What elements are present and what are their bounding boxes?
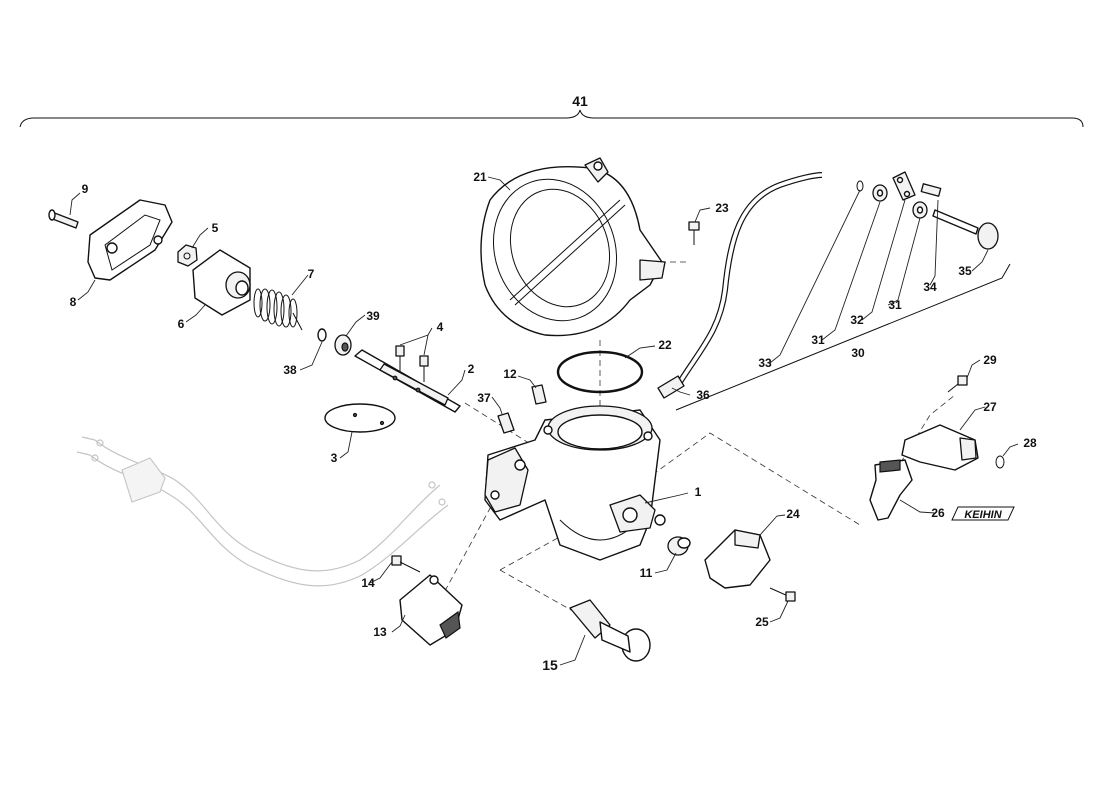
part-24-sensor: [704, 529, 771, 589]
part-29-screw: [947, 375, 968, 393]
label-38: 38: [283, 363, 297, 377]
label-21: 21: [473, 170, 487, 184]
part-15-sensor: [569, 599, 651, 662]
label-26: 26: [931, 506, 945, 520]
label-14: 14: [361, 576, 375, 590]
part-12-screw: [531, 384, 547, 405]
label-36: 36: [696, 388, 710, 402]
label-33: 33: [758, 356, 772, 370]
label-39: 39: [366, 309, 380, 323]
label-31-a: 31: [811, 333, 825, 347]
label-3: 3: [331, 451, 338, 465]
part-14-screw: [391, 555, 421, 573]
part-1-throttle-body: [484, 405, 666, 561]
label-1: 1: [695, 485, 702, 499]
part-22-o-ring: [556, 350, 644, 394]
keihin-logo: KEIHIN: [951, 506, 1015, 521]
label-7: 7: [308, 267, 315, 281]
part-2-shaft: [354, 349, 461, 413]
part-23-screw: [688, 221, 700, 245]
label-13: 13: [373, 625, 387, 639]
group-bracket-30: [675, 263, 1011, 411]
part-36-hose: [657, 172, 823, 399]
label-35: 35: [958, 264, 972, 278]
part-37-screw: [497, 412, 515, 434]
label-8: 8: [70, 295, 77, 309]
label-37: 37: [477, 391, 491, 405]
assembly-bracket: [19, 109, 1084, 128]
part-38-circlip: [317, 328, 327, 342]
throttle-cables: [76, 436, 449, 587]
part-34-screw: [920, 183, 942, 197]
label-30: 30: [851, 346, 865, 360]
part-31-washer-b: [912, 201, 928, 219]
label-28: 28: [1023, 436, 1037, 450]
label-23: 23: [715, 201, 729, 215]
part-32-bracket: [892, 171, 916, 201]
svg-text:KEIHIN: KEIHIN: [964, 509, 1002, 521]
part-13-sensor: [399, 574, 463, 646]
part-31-washer-a: [872, 184, 888, 202]
label-5: 5: [212, 221, 219, 235]
part-26-injector: [869, 459, 913, 521]
label-41: 41: [572, 93, 588, 109]
label-15: 15: [542, 657, 558, 673]
part-35-adjuster: [932, 209, 999, 250]
label-6: 6: [178, 317, 185, 331]
label-22: 22: [658, 338, 672, 352]
label-24: 24: [786, 507, 800, 521]
part-27-fitting: [901, 424, 979, 471]
label-12: 12: [503, 367, 517, 381]
part-5-nut: [177, 244, 198, 267]
part-3-disc: [324, 403, 396, 433]
part-11-bush: [667, 536, 691, 556]
label-25: 25: [755, 615, 769, 629]
part-39-bearing: [334, 334, 352, 356]
part-6-drum: [192, 249, 251, 316]
part-8-cover: [87, 199, 173, 281]
label-4: 4: [437, 320, 444, 334]
label-9: 9: [82, 182, 89, 196]
part-28-clip: [995, 455, 1005, 469]
label-34: 34: [923, 280, 937, 294]
part-7-spring: [253, 288, 303, 331]
part-33-clip: [856, 180, 864, 192]
label-32: 32: [850, 313, 864, 327]
label-29: 29: [983, 353, 997, 367]
label-11: 11: [640, 566, 653, 580]
part-25-screw: [769, 587, 796, 602]
part-21-air-funnel: [480, 157, 666, 337]
label-27: 27: [983, 400, 997, 414]
part-9-screw: [48, 209, 79, 229]
label-31-b: 31: [888, 298, 902, 312]
label-2: 2: [468, 362, 475, 376]
leader-lines: [69, 176, 1019, 666]
part-4-screws: [395, 345, 429, 382]
